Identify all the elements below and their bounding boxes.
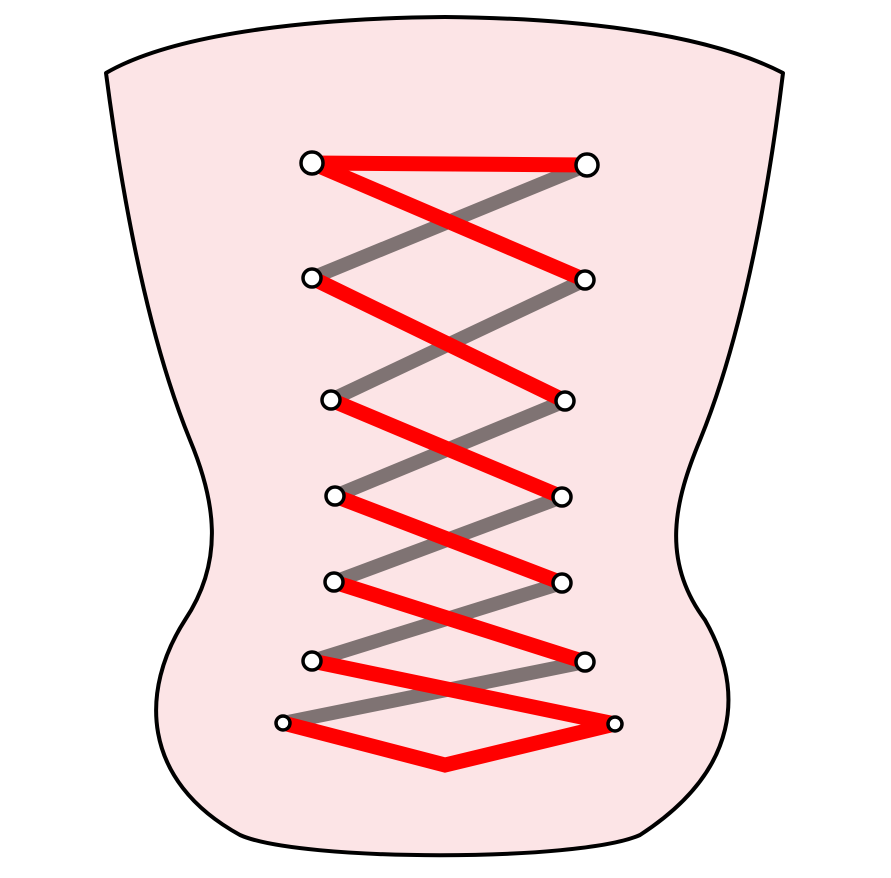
eyelet-left	[324, 485, 346, 507]
front-lace-segment	[304, 653, 623, 732]
eyelet-left	[323, 571, 345, 593]
eyelet-left	[274, 714, 292, 732]
eyelet-right	[606, 715, 624, 733]
eyelet-right	[551, 572, 573, 594]
corset-body	[104, 15, 785, 858]
front-lace-segment	[326, 574, 593, 670]
front-lace-segment	[304, 155, 593, 288]
front-lace-segments	[275, 155, 623, 773]
front-lace-bow-loop	[275, 715, 623, 773]
eyelet-left	[320, 389, 342, 411]
eyelet-left	[301, 650, 323, 672]
eyelets	[274, 150, 624, 733]
eyelet-right	[574, 651, 596, 673]
eyelet-right	[551, 486, 573, 508]
front-lace-segment	[304, 270, 573, 409]
eyelet-right	[574, 152, 600, 178]
back-lace-segment	[328, 273, 588, 407]
eyelet-left	[301, 267, 323, 289]
front-lace-segment	[323, 392, 570, 505]
eyelet-right	[574, 269, 596, 291]
front-lace-segment	[327, 488, 570, 591]
eyelet-left	[299, 150, 325, 176]
eyelet-right	[554, 390, 576, 412]
front-lace-segment	[304, 155, 595, 173]
